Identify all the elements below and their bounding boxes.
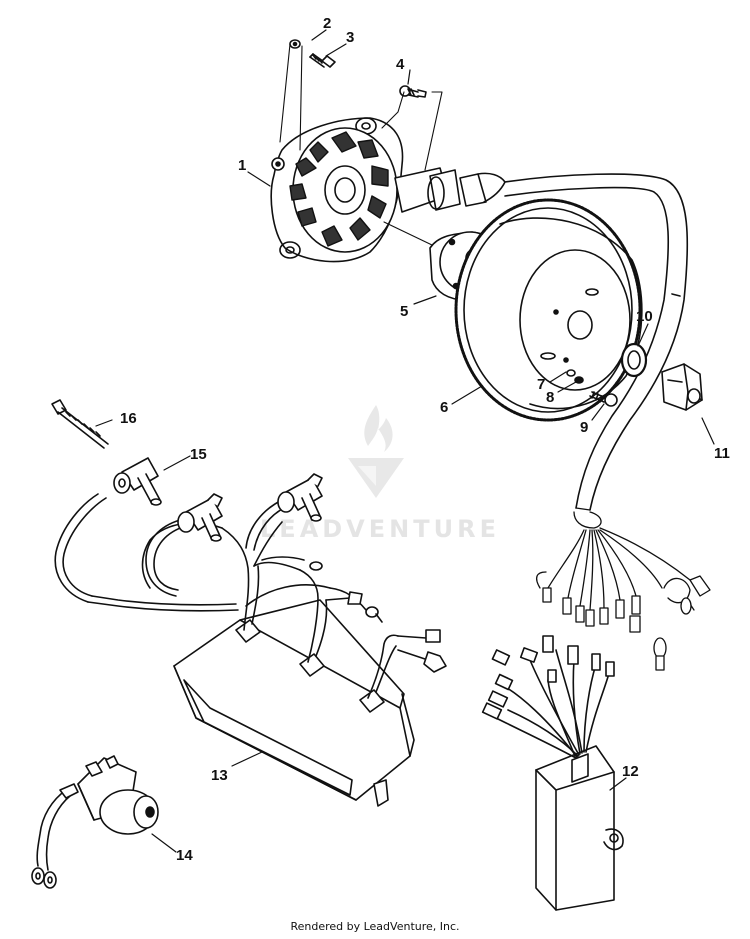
spark-plug-cap-3 [277,473,323,522]
callout-5: 5 [400,303,408,320]
washer-part-8 [574,376,584,384]
callout-4: 4 [396,56,405,73]
callout-15: 15 [190,446,207,463]
relay-part [31,755,159,889]
callout-7: 7 [537,376,545,393]
washer-part-7 [566,369,576,377]
callout-1: 1 [238,157,246,174]
spark-plug-cap-part [113,457,162,506]
spark-plug-cap-2 [177,493,223,542]
callout-13: 13 [211,767,228,784]
main-harness-cable [504,173,689,511]
watermark-text: LEADVENTURE [260,515,500,543]
nut-part [661,363,703,411]
screw-part-4 [399,85,427,98]
callout-14: 14 [176,847,193,864]
callout-11: 11 [714,445,730,462]
cdi-box-part [481,635,624,911]
washer-part [289,39,301,49]
flywheel [454,198,643,422]
stator-assembly [270,117,506,263]
watermark: LEADVENTURE [260,405,500,543]
callout-3: 3 [346,29,354,46]
callout-16: 16 [120,410,137,427]
callout-8: 8 [546,389,554,406]
callout-labels: 1 2 3 4 5 6 7 8 9 10 11 12 13 14 15 16 [120,15,730,864]
flame-logo-icon [348,405,404,498]
leader-lines [279,43,443,246]
seal-part [620,342,648,378]
footer-credit: Rendered by LeadVenture, Inc. [290,920,460,933]
screw-part [309,53,336,68]
callout-2: 2 [323,15,331,32]
wire-harness-branch [535,507,711,671]
callout-10: 10 [636,308,653,325]
callout-6: 6 [440,399,448,416]
callout-9: 9 [580,419,588,436]
cable-tie-part [51,399,109,449]
bolt-part-9 [589,391,618,407]
callout-12: 12 [622,763,639,780]
callout-leaders [95,29,715,853]
